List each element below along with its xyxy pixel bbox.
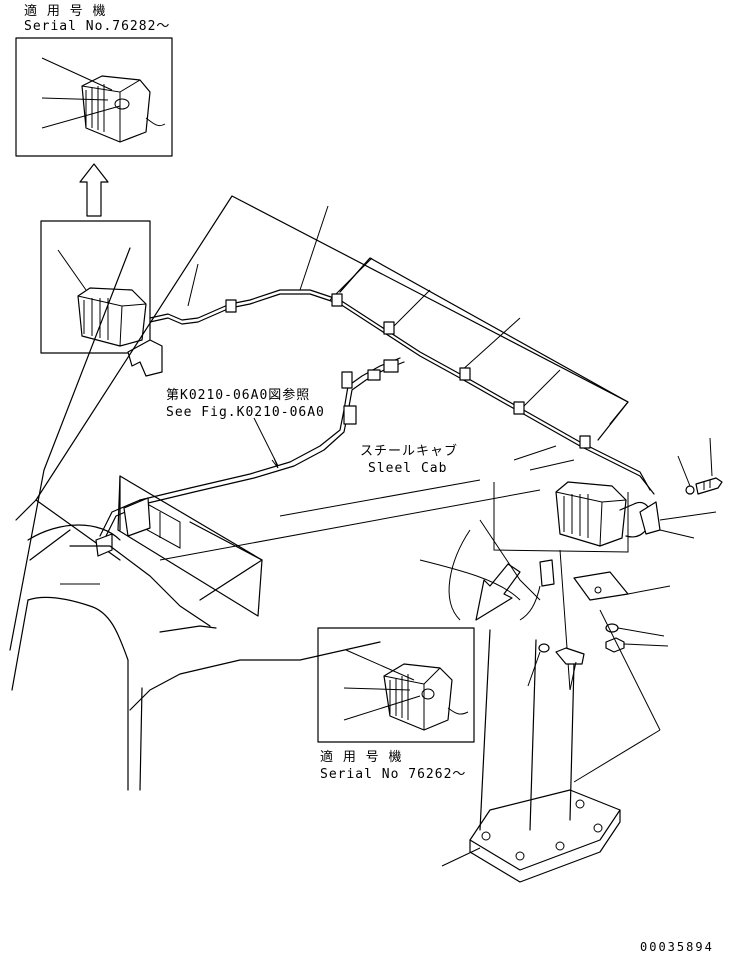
bottom-inset [317,627,475,743]
cab-jp-label: スチールキャブ [360,444,459,459]
cab-body [11,475,541,791]
bottom-inset-lamp [383,663,469,731]
pillar [441,609,661,883]
left-lamp [77,287,147,347]
right-lamp [555,481,651,547]
top-serial-jp-label: 適 用 号 機 [24,4,107,19]
drawing-number: 00035894 [640,940,714,954]
reference-jp-label: 第K0210-06A0図参照 [166,388,311,403]
bottom-serial-jp-label: 適 用 号 機 [320,750,403,765]
reference-en-label: See Fig.K0210-06A0 [166,405,325,420]
down-arrow-icon [475,563,521,621]
up-arrow-icon [79,163,109,217]
bottom-serial-en-label: Serial No 76262～ [320,767,467,782]
cab-roof [9,195,629,651]
wiring-harness [99,289,655,541]
left-inset [40,220,163,377]
cab-en-label: Sleel Cab [368,461,448,476]
top-inset [15,37,173,157]
right-lamp-assembly [493,437,723,691]
top-inset-lamp [81,75,166,143]
top-serial-en-label: Serial No.76282～ [24,19,171,34]
